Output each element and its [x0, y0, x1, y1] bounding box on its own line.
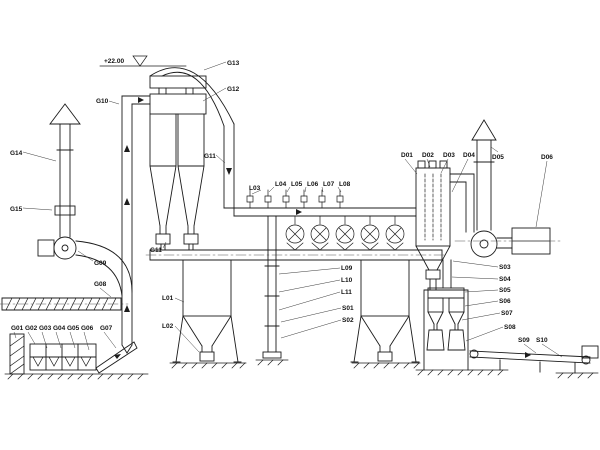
belt-roller-right — [581, 355, 591, 365]
label-g15: G15 — [10, 206, 23, 213]
feed-system — [9, 333, 138, 375]
packing-station — [423, 259, 469, 371]
label-l08: L08 — [339, 181, 351, 188]
label-g06: G06 — [81, 325, 94, 332]
label-l03: L03 — [249, 185, 261, 192]
cooling-duct — [223, 189, 417, 217]
label-d06: D06 — [541, 154, 553, 161]
flow-arrows — [114, 97, 531, 359]
equipment-labels: +22.00 G01 G02 G03 G04 G05 G06 G07 G08 G… — [10, 58, 553, 344]
elevation-label: +22.00 — [104, 58, 124, 65]
packing-distributor — [427, 287, 465, 299]
label-s10: S10 — [536, 337, 548, 344]
label-l05: L05 — [291, 181, 303, 188]
exhaust-stack-left — [49, 103, 81, 238]
label-s01: S01 — [342, 305, 354, 312]
label-g05: G05 — [67, 325, 80, 332]
label-s09: S09 — [518, 337, 530, 344]
label-g01: G01 — [11, 325, 24, 332]
rotary-valve-a — [155, 233, 171, 245]
blower-motor — [37, 239, 55, 257]
cyclone-exhaust-manifold — [149, 75, 207, 89]
storage-hopper-1 — [172, 259, 242, 363]
label-d01: D01 — [401, 152, 413, 159]
product-screw-conveyor — [145, 249, 447, 261]
label-g13: G13 — [227, 60, 240, 67]
storage-hopper-2 — [350, 259, 420, 363]
label-l07: L07 — [323, 181, 335, 188]
label-d02: D02 — [422, 152, 434, 159]
blower-left — [37, 236, 133, 297]
stack-damper — [54, 205, 76, 216]
drying-column — [121, 95, 151, 354]
label-leader-lines — [13, 61, 563, 358]
blower-outlet-duct — [75, 240, 133, 297]
label-d03: D03 — [443, 152, 455, 159]
hopper-2-discharge-valve — [377, 351, 393, 362]
hopper-1-discharge-valve — [199, 351, 215, 362]
label-s07: S07 — [501, 310, 513, 317]
label-g09: G09 — [94, 260, 107, 267]
exhaust-arc-duct — [149, 67, 235, 127]
exhaust-fan-right — [470, 230, 513, 258]
label-l10: L10 — [341, 277, 353, 284]
bag-filter — [415, 160, 475, 291]
elevation-triangle-icon — [132, 55, 148, 67]
label-g11: G11 — [204, 153, 216, 160]
packing-hopper-2 — [448, 297, 465, 313]
packing-hopper-1 — [427, 297, 444, 313]
label-s02: S02 — [342, 317, 354, 324]
cyclone-group — [149, 67, 235, 251]
label-s04: S04 — [499, 276, 511, 283]
filter-discharge-valve — [425, 269, 441, 280]
label-g10: G10 — [96, 98, 109, 105]
feed-screw-conveyor — [0, 297, 129, 311]
cyclone-inlet-box — [149, 93, 207, 115]
label-l09: L09 — [341, 265, 353, 272]
standpipe-assembly — [262, 215, 282, 359]
belt-conveyor — [469, 345, 599, 374]
label-g12: G12 — [227, 86, 240, 93]
label-g11-lower: G11 — [150, 247, 162, 254]
rotary-valve-b — [183, 233, 199, 245]
label-l01: L01 — [162, 295, 174, 302]
label-s08: S08 — [504, 324, 516, 331]
label-s06: S06 — [499, 298, 511, 305]
label-s05: S05 — [499, 287, 511, 294]
label-d04: D04 — [463, 152, 475, 159]
label-l04: L04 — [275, 181, 287, 188]
filter-outlet-duct — [449, 173, 475, 233]
packing-bag-2 — [447, 329, 466, 351]
elevation-datum — [99, 55, 187, 67]
label-g14: G14 — [10, 150, 23, 157]
label-l06: L06 — [307, 181, 319, 188]
cyclone-a — [149, 113, 177, 235]
label-g03: G03 — [39, 325, 52, 332]
blower-fan — [53, 236, 77, 260]
label-l11: L11 — [341, 289, 352, 296]
ground-lines — [4, 359, 599, 380]
belt-roller-left — [469, 349, 479, 359]
packing-bag-1 — [426, 329, 445, 351]
label-g04: G04 — [53, 325, 66, 332]
exhaust-stack-right — [471, 119, 497, 231]
label-g07: G07 — [100, 325, 113, 332]
label-s03: S03 — [499, 264, 511, 271]
label-d05: D05 — [492, 154, 504, 161]
belt-drive-box — [581, 345, 599, 359]
label-g02: G02 — [25, 325, 38, 332]
downcomer-duct — [223, 123, 235, 217]
label-g08: G08 — [94, 281, 107, 288]
label-l02: L02 — [162, 323, 174, 330]
feeder-units-row — [285, 215, 405, 251]
column-top-duct — [121, 95, 151, 105]
air-box-right — [454, 227, 561, 255]
cyclone-b — [177, 113, 205, 235]
